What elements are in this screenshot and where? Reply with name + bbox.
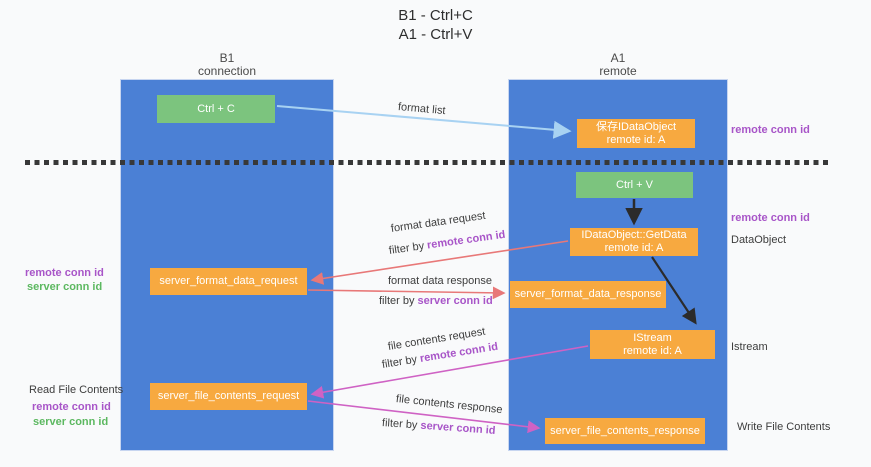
istream-node: IStream remote id: A (590, 330, 715, 359)
getdata-line1: IDataObject::GetData (581, 229, 687, 241)
read-file-contents-label: Read File Contents (29, 384, 124, 396)
save-dataobject-line2: remote id: A (606, 133, 666, 146)
right-column-header: A1 remote (508, 52, 728, 78)
server-format-data-request-node: server_format_data_request (150, 268, 307, 295)
left-server-conn-id-1-label: server conn id (27, 281, 103, 293)
filter-by-text: filter by (381, 353, 421, 371)
save-dataobject-line1: 保存IDataObject (595, 120, 677, 133)
server-format-data-request-label: server_format_data_request (159, 275, 298, 287)
format-data-request-label: format data request (390, 209, 487, 235)
right-column-subtitle: remote (599, 64, 637, 78)
format-list-label: format list (397, 101, 447, 118)
dataobject-label: DataObject (731, 234, 787, 246)
left-remote-conn-id-1-label: remote conn id (25, 267, 104, 279)
title-line-1: B1 - Ctrl+C (398, 7, 473, 24)
istream-line2: remote id: A (623, 344, 682, 357)
save-dataobject-node: 保存IDataObject remote id: A (577, 119, 695, 148)
remote-conn-id-highlight: remote conn id (426, 228, 507, 252)
filter-by-text: filter by (379, 295, 418, 307)
server-file-contents-response-label: server_file_contents_response (550, 424, 700, 437)
diagram-title: B1 - Ctrl+C A1 - Ctrl+V (0, 6, 871, 44)
filter-by-text: filter by (381, 417, 421, 432)
istream-line1: IStream (633, 331, 672, 344)
ctrl-c-node: Ctrl + C (157, 95, 275, 123)
getdata-node: IDataObject::GetData remote id: A (570, 228, 698, 256)
server-conn-id-highlight: server conn id (417, 295, 493, 307)
left-server-conn-id-2-label: server conn id (33, 416, 109, 428)
right-remote-conn-id-top-label: remote conn id (731, 124, 810, 136)
server-file-contents-request-node: server_file_contents_request (150, 383, 307, 410)
filter-by-server-conn-id-label-2: filter by server conn id (382, 417, 496, 437)
left-column-subtitle: connection (197, 64, 257, 78)
server-conn-id-highlight: server conn id (420, 419, 496, 437)
format-data-response-arrow (307, 286, 506, 300)
left-remote-conn-id-2-label: remote conn id (32, 401, 111, 413)
format-data-response-label: format data response (388, 275, 492, 287)
dashed-divider (25, 160, 832, 165)
server-file-contents-request-label: server_file_contents_request (157, 390, 300, 402)
ctrl-c-label: Ctrl + C (197, 102, 235, 115)
ctrl-v-label: Ctrl + V (616, 178, 653, 191)
left-column-header: B1 connection (120, 52, 334, 78)
right-remote-conn-id-mid-label: remote conn id (731, 212, 810, 224)
server-format-data-response-node: server_format_data_response (510, 281, 666, 308)
istream-side-label: Istream (731, 341, 768, 353)
write-file-contents-label: Write File Contents (737, 421, 831, 433)
filter-by-text: filter by (388, 239, 428, 257)
title-line-2: A1 - Ctrl+V (398, 26, 473, 43)
file-contents-response-label: file contents response (395, 393, 504, 417)
getdata-line2: remote id: A (604, 242, 664, 254)
server-file-contents-response-node: server_file_contents_response (545, 418, 705, 444)
right-column-name: A1 (610, 51, 626, 65)
ctrl-v-node: Ctrl + V (576, 172, 693, 198)
filter-by-server-conn-id-label-1: filter by server conn id (379, 295, 493, 307)
left-column-name: B1 (219, 51, 235, 65)
server-format-data-response-label: server_format_data_response (514, 288, 662, 300)
